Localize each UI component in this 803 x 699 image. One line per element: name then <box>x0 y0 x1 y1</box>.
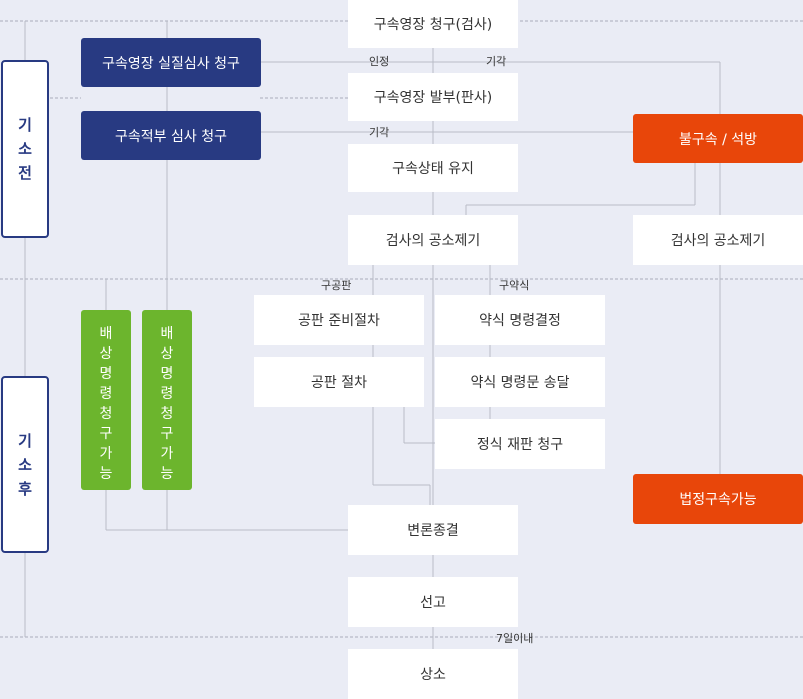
phase-before-label: 기소전 <box>18 116 32 182</box>
node-appeal: 상소 <box>348 649 518 699</box>
compensation-2-label: 배상명령청구가능 <box>160 326 174 482</box>
node-warrant-review: 구속영장 실질심사 청구 <box>81 38 261 87</box>
node-request-warrant: 구속영장 청구(검사) <box>348 0 518 48</box>
node-compensation-2: 배상명령청구가능 <box>142 310 192 490</box>
node-indictment-1: 검사의 공소제기 <box>348 215 518 265</box>
edge-label-within-7-days: 7일이내 <box>496 632 534 645</box>
edge-label-summary: 구약식 <box>499 279 530 292</box>
node-release: 불구속 / 석방 <box>633 114 803 163</box>
node-summary-delivery: 약식 명령문 송달 <box>435 357 605 407</box>
edge-label-rejected-1: 기각 <box>486 55 507 68</box>
node-detention-review: 구속적부 심사 청구 <box>81 111 261 160</box>
edge-label-public-trial: 구공판 <box>321 279 352 292</box>
node-sentence: 선고 <box>348 577 518 627</box>
phase-after-label: 기소후 <box>18 431 32 498</box>
node-keep-detention: 구속상태 유지 <box>348 144 518 192</box>
phase-after-indictment: 기소후 <box>1 376 49 553</box>
node-compensation-1: 배상명령청구가능 <box>81 310 131 490</box>
node-bail: 법정구속가능 <box>633 474 803 524</box>
node-trial-prep: 공판 준비절차 <box>254 295 424 345</box>
node-trial: 공판 절차 <box>254 357 424 407</box>
compensation-1-label: 배상명령청구가능 <box>99 326 113 482</box>
node-indictment-2: 검사의 공소제기 <box>633 215 803 265</box>
phase-before-indictment: 기소전 <box>1 60 49 238</box>
edge-label-rejected-2: 기각 <box>369 126 390 139</box>
node-summary-order: 약식 명령결정 <box>435 295 605 345</box>
node-formal-trial: 정식 재판 청구 <box>435 419 605 469</box>
edge-label-approved: 인정 <box>369 55 390 68</box>
node-issue-warrant: 구속영장 발부(판사) <box>348 73 518 121</box>
node-closing: 변론종결 <box>348 505 518 555</box>
